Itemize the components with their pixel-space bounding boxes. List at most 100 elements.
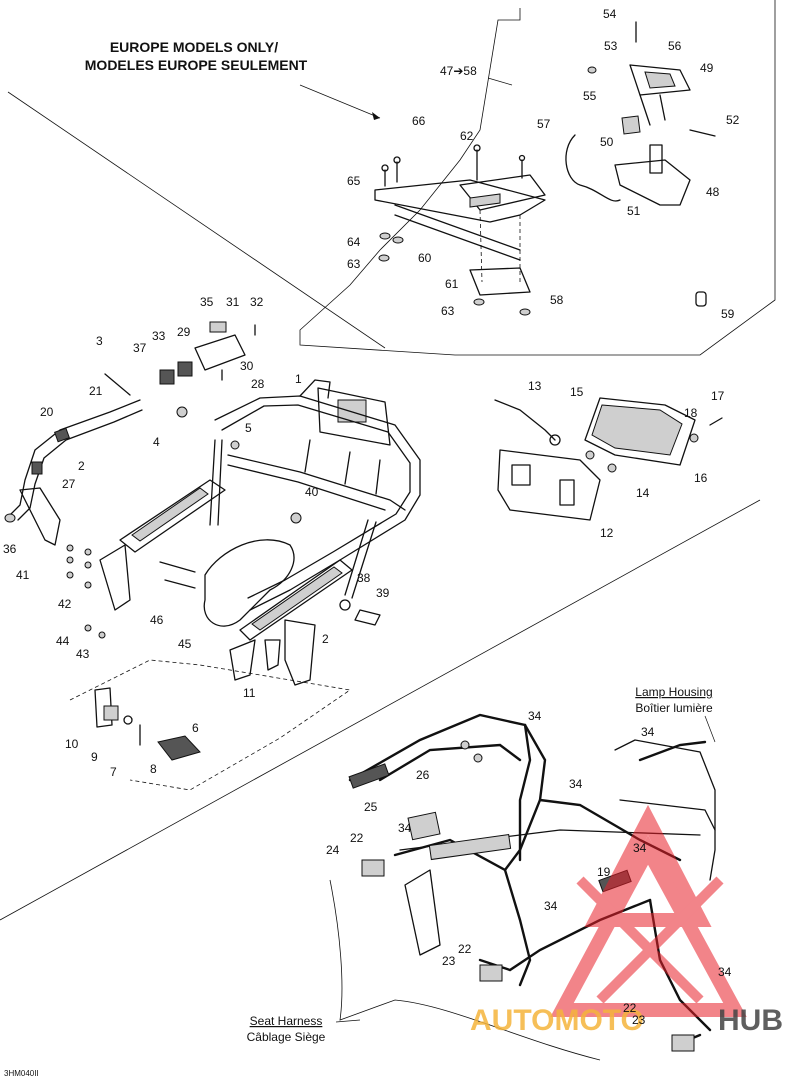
callout-8: 8 xyxy=(150,762,157,776)
callout-45: 45 xyxy=(178,637,192,651)
callout-48: 48 xyxy=(706,185,720,199)
callout-4: 4 xyxy=(153,435,160,449)
callout-20: 20 xyxy=(40,405,54,419)
callout-7: 7 xyxy=(110,765,117,779)
callout-38: 38 xyxy=(357,571,371,585)
callout-63: 63 xyxy=(441,304,455,318)
watermark-text-hub: HUB xyxy=(718,1004,783,1037)
callout-33: 33 xyxy=(152,329,166,343)
callout-2: 2 xyxy=(322,632,329,646)
bracket-detail xyxy=(69,659,352,791)
callout-6: 6 xyxy=(192,721,199,735)
rear-rack xyxy=(99,379,421,681)
callout-39: 39 xyxy=(376,586,390,600)
callout-16: 16 xyxy=(694,471,708,485)
callout-42: 42 xyxy=(58,597,72,611)
callout-61: 61 xyxy=(445,277,459,291)
callout-36: 36 xyxy=(3,542,17,556)
callout-30: 30 xyxy=(240,359,254,373)
callout-66: 66 xyxy=(412,114,426,128)
callout-34: 34 xyxy=(641,725,655,739)
callout-19: 19 xyxy=(597,865,611,879)
callout-21: 21 xyxy=(89,384,103,398)
callout-17: 17 xyxy=(711,389,725,403)
callout-34: 34 xyxy=(528,709,542,723)
callout-40: 40 xyxy=(305,485,319,499)
watermark xyxy=(550,804,747,1017)
callout-35: 35 xyxy=(200,295,214,309)
europe-note-line1: EUROPE MODELS ONLY/ xyxy=(110,39,278,55)
callout-11: 11 xyxy=(243,686,256,700)
callout-41: 41 xyxy=(16,568,30,582)
callout-46: 46 xyxy=(150,613,164,627)
callout-43: 43 xyxy=(76,647,90,661)
callout-50: 50 xyxy=(600,135,614,149)
callout-26: 26 xyxy=(416,768,430,782)
lamp-housing-label-fr: Boîtier lumière xyxy=(635,701,713,715)
callout-22: 22 xyxy=(350,831,364,845)
callout-23: 23 xyxy=(442,954,456,968)
callout-23: 23 xyxy=(632,1013,646,1027)
callout-14: 14 xyxy=(636,486,650,500)
callout-55: 55 xyxy=(583,89,597,103)
callout-34: 34 xyxy=(544,899,558,913)
callout-53: 53 xyxy=(604,39,618,53)
callout-22: 22 xyxy=(623,1001,637,1015)
callout-49: 49 xyxy=(700,61,714,75)
callout-62: 62 xyxy=(460,129,474,143)
callout-34: 34 xyxy=(569,777,583,791)
europe-detail-panel xyxy=(7,0,776,356)
section-divider xyxy=(0,499,761,921)
switch-assembly xyxy=(159,321,256,385)
callout-32: 32 xyxy=(250,295,264,309)
callout-59: 59 xyxy=(721,307,735,321)
callout-24: 24 xyxy=(326,843,340,857)
callout-31: 31 xyxy=(226,295,240,309)
seat-harness-label-fr: Câblage Siège xyxy=(247,1030,326,1044)
callout-12: 12 xyxy=(600,526,614,540)
callout-15: 15 xyxy=(570,385,584,399)
callout-58: 58 xyxy=(550,293,564,307)
license-plate-bracket xyxy=(374,21,716,316)
callout-34: 34 xyxy=(633,841,647,855)
hardware xyxy=(66,440,381,639)
callout-10: 10 xyxy=(65,737,79,751)
callout-22: 22 xyxy=(458,942,472,956)
lamp-housing-label-en: Lamp Housing xyxy=(635,685,712,699)
callout-64: 64 xyxy=(347,235,361,249)
callout-27: 27 xyxy=(62,477,76,491)
callout-57: 57 xyxy=(537,117,551,131)
seat-piece xyxy=(159,539,316,686)
callout-63: 63 xyxy=(347,257,361,271)
callout-56: 56 xyxy=(668,39,682,53)
callout-54: 54 xyxy=(603,7,617,21)
callout-60: 60 xyxy=(418,251,432,265)
callout-9: 9 xyxy=(91,750,98,764)
callout-37: 37 xyxy=(133,341,147,355)
callout-2: 2 xyxy=(78,459,85,473)
callout-44: 44 xyxy=(56,634,70,648)
callout-3: 3 xyxy=(96,334,103,348)
callout-1: 1 xyxy=(295,372,302,386)
left-handle-bar xyxy=(4,373,188,546)
callout-34: 34 xyxy=(718,965,732,979)
callout-52: 52 xyxy=(726,113,740,127)
range-label: 47➔58 xyxy=(440,64,477,78)
callout-13: 13 xyxy=(528,379,542,393)
drawing-code: 3HM040II xyxy=(4,1069,39,1078)
tail-light xyxy=(494,397,723,521)
callout-34: 34 xyxy=(398,821,412,835)
callout-18: 18 xyxy=(684,406,698,420)
callout-25: 25 xyxy=(364,800,378,814)
callout-51: 51 xyxy=(627,204,641,218)
seat-harness-label-en: Seat Harness xyxy=(250,1014,323,1028)
callout-65: 65 xyxy=(347,174,361,188)
callout-29: 29 xyxy=(177,325,191,339)
callout-5: 5 xyxy=(245,421,252,435)
europe-note-arrow xyxy=(299,84,381,119)
europe-note-line2: MODELES EUROPE SEULEMENT xyxy=(85,57,308,73)
watermark-text-automoto: AUTOMOTO xyxy=(470,1004,644,1037)
callout-28: 28 xyxy=(251,377,265,391)
